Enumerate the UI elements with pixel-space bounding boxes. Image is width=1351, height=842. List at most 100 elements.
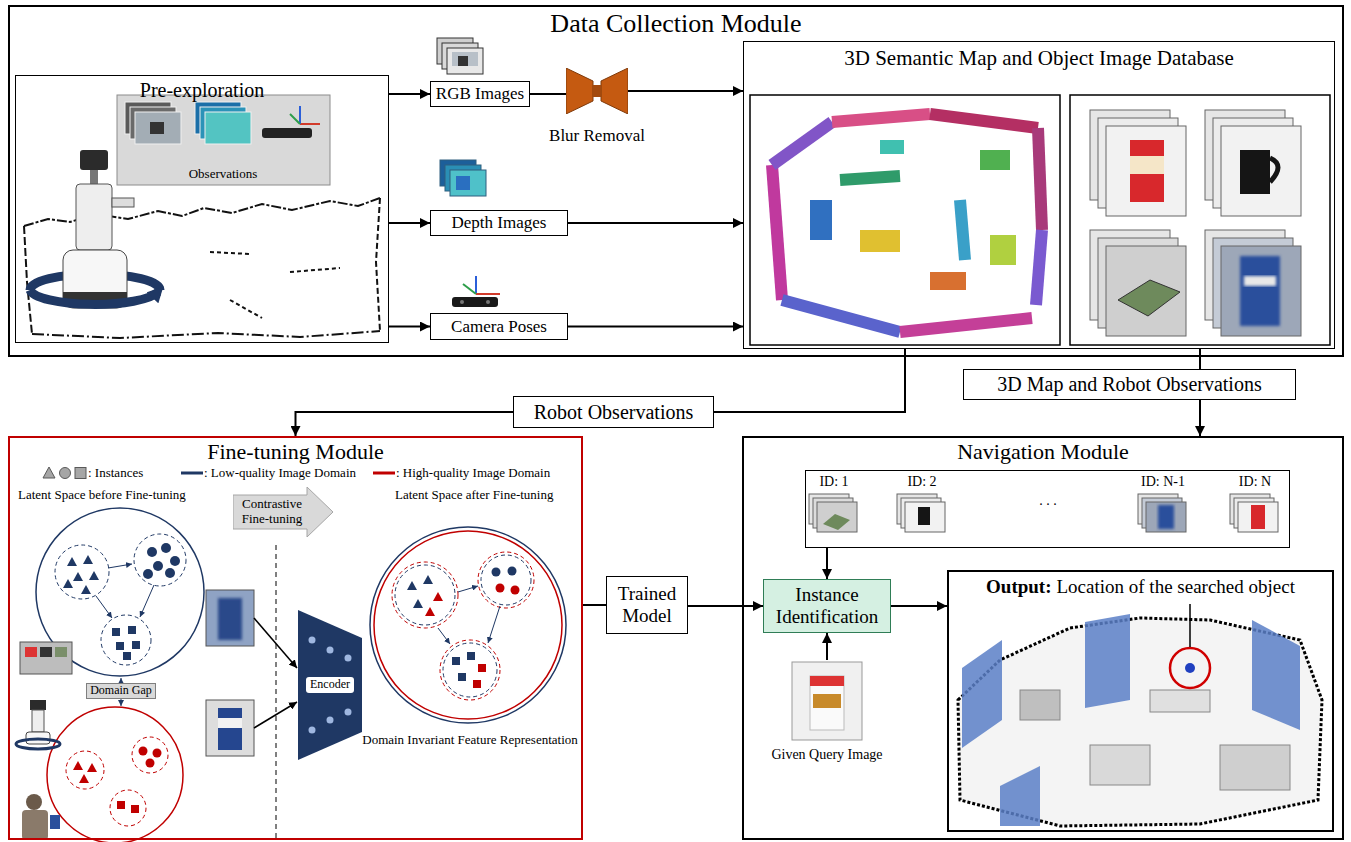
instance-marks	[478, 664, 486, 672]
flow-label: Trained Model	[611, 583, 683, 627]
legend-sample	[60, 468, 71, 479]
occupancy-map	[24, 226, 32, 334]
input-images	[276, 545, 277, 840]
hourglass-shape	[601, 68, 628, 114]
camera-icon	[463, 284, 476, 294]
semantic-map-image	[810, 200, 832, 240]
process-label: Contrastive Fine-tuning	[237, 497, 307, 527]
capture-scene	[55, 647, 67, 657]
hourglass-shape	[566, 68, 628, 114]
instance-marks	[67, 557, 77, 566]
semantic-map-image	[832, 114, 930, 122]
semantic-map-image	[980, 150, 1010, 170]
semantic-map-image	[930, 114, 1038, 128]
instance-marks	[407, 567, 520, 689]
latent-space-after	[488, 606, 500, 643]
navigation-map	[1185, 663, 1195, 673]
instance-marks	[117, 801, 125, 809]
semantic-map-image	[880, 140, 904, 154]
instance-marks	[112, 628, 120, 636]
connector	[568, 222, 743, 224]
capture-scene	[32, 710, 44, 732]
legend-sample	[43, 467, 55, 478]
latent-space-after	[443, 643, 497, 697]
navigation-map	[958, 604, 1322, 826]
legend-sample	[181, 472, 203, 475]
semantic-map-image	[782, 300, 900, 332]
latent-space-before	[101, 615, 151, 665]
input-images	[218, 598, 242, 640]
flow-label-box: Robot Observations	[513, 396, 714, 428]
semantic-map-image	[930, 272, 966, 290]
instance-id: ID: 2	[907, 474, 936, 490]
latent-space-after	[478, 552, 534, 608]
connector	[389, 222, 430, 224]
instance-marks	[116, 642, 124, 650]
instance-marks	[89, 571, 99, 580]
semantic-map-image	[960, 200, 965, 260]
instance-marks	[161, 543, 171, 553]
semantic-map-image	[860, 230, 900, 252]
legend-text: : Low-quality Image Domain	[204, 466, 356, 481]
capture-scene	[22, 810, 48, 840]
instance-marks	[473, 680, 481, 688]
database-panel: 3D Semantic Map and Object Image Databas…	[743, 41, 1335, 349]
instance-marks	[170, 556, 180, 566]
instance-marks	[147, 547, 157, 557]
instance-marks	[153, 561, 163, 571]
module-title: Data Collection Module	[550, 9, 801, 39]
query-image: Given Query Image	[767, 660, 887, 765]
gallery-images	[1158, 505, 1174, 529]
legend-item: : High-quality Image Domain	[372, 466, 550, 481]
connector	[389, 93, 430, 95]
input-images	[218, 708, 242, 750]
blur-removal-network: Blur Removal	[546, 68, 648, 148]
latent-space-after	[392, 562, 458, 628]
encoder-shape	[298, 610, 362, 760]
camera-icon	[452, 297, 498, 307]
latent-space-after	[370, 527, 566, 723]
connector	[1199, 400, 1201, 436]
instance-marks	[132, 641, 140, 649]
encoder-shape	[309, 727, 316, 734]
capture-scene	[50, 815, 60, 829]
navigation-map	[1085, 614, 1130, 708]
gallery-images	[905, 502, 945, 532]
legend-sample	[180, 466, 204, 480]
instance-marks	[492, 568, 501, 577]
camera-icon	[476, 293, 500, 295]
object-image-database	[1270, 158, 1278, 182]
object-image-database	[1240, 256, 1280, 326]
instance-marks	[458, 673, 466, 681]
instance-id: ID: N	[1239, 474, 1271, 490]
image-caption: Given Query Image	[771, 747, 882, 763]
instance-marks	[87, 763, 97, 772]
legend-item: : Instances	[42, 466, 143, 481]
latent-space-after	[438, 628, 450, 644]
instance-marks	[63, 579, 73, 588]
query-photo	[792, 662, 862, 740]
latent-space-after	[458, 586, 478, 592]
space-caption: Domain Invariant Feature Representation	[362, 733, 578, 748]
instance-marks	[423, 575, 433, 584]
observation-panel: Observations	[117, 95, 330, 185]
observation-thumbnails	[117, 95, 330, 185]
capture-scene	[30, 700, 46, 710]
instance-marks	[413, 599, 423, 608]
latent-space-after	[395, 565, 455, 625]
robot-figure	[80, 150, 108, 170]
instance-id: ID: N-1	[1141, 474, 1185, 490]
semantic-map-image	[772, 165, 782, 300]
navigation-map	[1220, 745, 1290, 790]
stage-title: Pre-exploration	[140, 79, 264, 102]
legend-sample	[373, 472, 395, 475]
connector	[714, 349, 905, 412]
query-photo	[810, 676, 844, 730]
latent-space-high-quality	[110, 790, 146, 826]
gallery-images	[1251, 505, 1265, 529]
connector	[296, 412, 514, 436]
connector	[1199, 349, 1201, 369]
semantic-map-image	[1038, 128, 1042, 230]
module-panel: Navigation ModuleID: 1ID: 2. . .ID: N-1I…	[742, 436, 1344, 840]
module-title: Fine-tuning Module	[207, 439, 384, 464]
